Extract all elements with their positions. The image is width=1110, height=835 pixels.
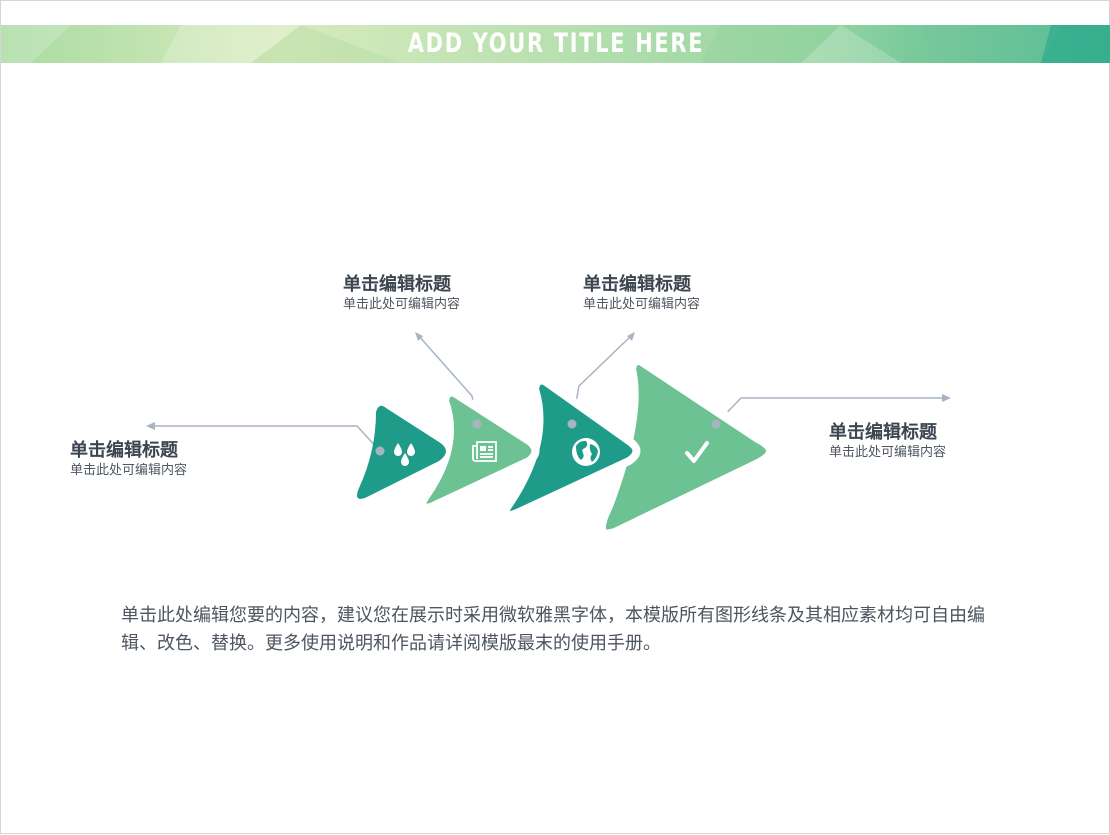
step-title-4[interactable]: 单击编辑标题 — [829, 422, 937, 443]
header-banner: ADD YOUR TITLE HERE — [1, 25, 1110, 63]
connector-dots — [375, 419, 721, 456]
step-title-1[interactable]: 单击编辑标题 — [70, 440, 178, 461]
connector-line-1 — [151, 425, 381, 452]
step-title-2[interactable]: 单击编辑标题 — [343, 274, 451, 295]
banner-background — [1, 25, 1110, 63]
step-label-1: 单击编辑标题 单击此处可编辑内容 — [70, 440, 187, 480]
step-title-3[interactable]: 单击编辑标题 — [583, 274, 691, 295]
connector-arrowheads — [146, 332, 951, 430]
page-title: ADD YOUR TITLE HERE — [407, 28, 705, 59]
step-label-3: 单击编辑标题 单击此处可编辑内容 — [583, 274, 700, 314]
step-subtitle-4[interactable]: 单击此处可编辑内容 — [829, 445, 947, 460]
connector-line-4 — [715, 397, 946, 425]
body-paragraph[interactable]: 单击此处编辑您要的内容，建议您在展示时采用微软雅黑字体，本模版所有图形线条及其相… — [121, 605, 985, 654]
step-subtitle-1[interactable]: 单击此处可编辑内容 — [70, 463, 188, 478]
checkmark-icon — [685, 441, 709, 463]
water-drops-icon — [394, 443, 415, 466]
step-subtitle-3[interactable]: 单击此处可编辑内容 — [583, 297, 701, 312]
step-label-4: 单击编辑标题 单击此处可编辑内容 — [829, 422, 946, 462]
step-subtitle-2[interactable]: 单击此处可编辑内容 — [343, 297, 461, 312]
arrow-shape-4 — [596, 355, 776, 540]
arrow-shape-3 — [500, 376, 641, 520]
newspaper-icon — [472, 441, 497, 462]
globe-icon — [572, 438, 600, 466]
step-label-2: 单击编辑标题 单击此处可编辑内容 — [343, 274, 460, 314]
arrow-shape-2 — [417, 388, 540, 512]
